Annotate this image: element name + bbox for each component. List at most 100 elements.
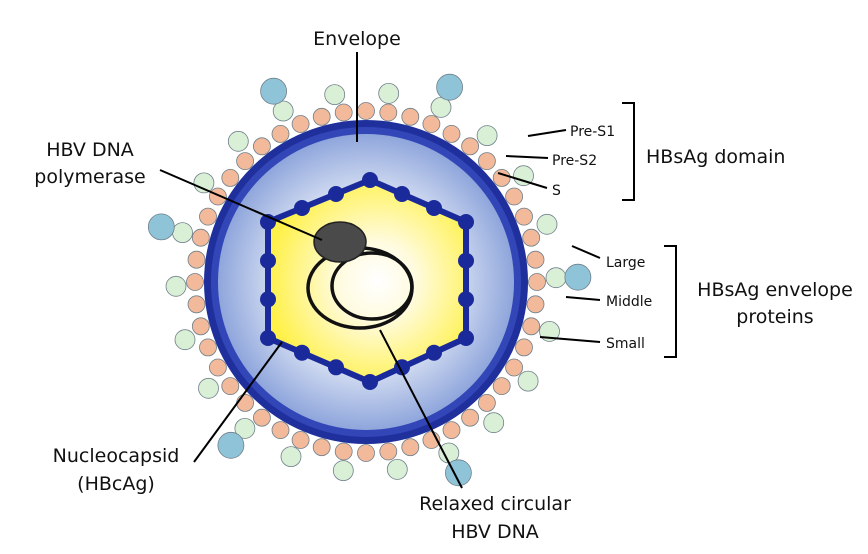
leader-middle: [565, 296, 601, 301]
label-nucleocapsid-line2: (HBcAg): [77, 473, 155, 495]
membrane-bead: [357, 102, 375, 120]
large-surface-protein: [436, 73, 464, 101]
middle-surface-protein: [476, 125, 498, 147]
leader-dna: [379, 329, 463, 489]
middle-surface-protein: [483, 412, 505, 434]
membrane-bead: [522, 228, 541, 247]
membrane-bead: [442, 124, 461, 143]
membrane-bead: [528, 273, 546, 291]
leader-pre-s1: [527, 129, 567, 137]
membrane-bead: [221, 377, 240, 396]
middle-surface-protein: [536, 213, 558, 235]
membrane-bead: [401, 438, 420, 457]
capsid-bead: [426, 344, 442, 361]
membrane-bead: [271, 124, 290, 143]
membrane-bead: [477, 393, 496, 412]
leader-s: [497, 172, 548, 189]
capsid-bead: [294, 200, 310, 216]
middle-surface-protein: [332, 460, 354, 482]
membrane-bead: [208, 187, 227, 206]
membrane-bead: [252, 408, 271, 427]
label-middle: Middle: [606, 294, 652, 310]
middle-surface-protein: [172, 222, 193, 244]
middle-surface-protein: [545, 267, 567, 289]
label-pre-s2: Pre-S2: [552, 153, 597, 169]
leader-pre-s2: [505, 155, 549, 159]
middle-surface-protein: [517, 370, 539, 392]
middle-surface-protein: [378, 83, 400, 104]
large-surface-protein: [147, 213, 175, 241]
membrane-bead: [236, 152, 255, 171]
membrane-bead: [187, 250, 206, 269]
label-dna-line1: Relaxed circular: [419, 493, 571, 515]
capsid-bead: [328, 186, 344, 202]
membrane-bead: [492, 168, 511, 187]
capsid-bead: [294, 344, 310, 361]
membrane-bead: [492, 377, 511, 396]
membrane-bead: [461, 137, 480, 156]
bracket-hbsag-domain: [622, 102, 635, 201]
membrane-bead: [379, 103, 398, 122]
membrane-bead: [526, 295, 545, 314]
membrane-bead: [191, 228, 210, 247]
label-polymerase-line2: polymerase: [34, 166, 145, 188]
membrane-bead: [312, 438, 331, 457]
large-surface-protein: [444, 459, 472, 487]
membrane-bead: [379, 442, 398, 461]
capsid-bead: [394, 186, 410, 202]
label-hbsag-domain: HBsAg domain: [646, 146, 785, 168]
membrane-bead: [236, 393, 255, 412]
middle-surface-protein: [324, 84, 346, 105]
leader-nucleocapsid: [193, 341, 283, 463]
leader-large: [571, 245, 601, 259]
large-surface-protein: [217, 431, 245, 459]
capsid-bead: [260, 291, 276, 308]
leader-lines: [159, 52, 677, 489]
label-polymerase-line1: HBV DNA: [46, 139, 134, 161]
membrane-bead: [522, 317, 541, 336]
membrane-bead: [477, 152, 496, 171]
label-large: Large: [606, 255, 645, 271]
membrane-bead: [526, 250, 545, 269]
hbv-dna-polymerase: [313, 221, 367, 263]
label-envelope: Envelope: [313, 28, 401, 50]
membrane-bead: [515, 207, 533, 226]
leader-small: [539, 336, 601, 343]
label-dna-line2: HBV DNA: [451, 521, 539, 543]
label-nucleocapsid-line1: Nucleocapsid: [53, 445, 180, 467]
middle-surface-protein: [386, 458, 408, 480]
bracket-envelope-proteins: [664, 245, 677, 358]
membrane-bead: [187, 295, 206, 314]
membrane-bead: [291, 115, 310, 133]
capsid-beads: [260, 172, 474, 390]
membrane-bead: [271, 421, 290, 440]
surface-proteins: [147, 73, 592, 487]
middle-surface-protein: [174, 329, 196, 351]
membrane-bead: [208, 358, 227, 377]
label-pre-s1: Pre-S1: [570, 124, 615, 140]
capsid-bead: [458, 291, 474, 308]
capsid-bead: [458, 214, 474, 230]
membrane-bead: [334, 442, 353, 461]
membrane-bead: [515, 338, 533, 357]
middle-surface-protein: [280, 446, 302, 468]
membrane-bead: [505, 187, 523, 206]
middle-surface-protein: [198, 377, 219, 399]
membrane-bead: [221, 168, 240, 187]
capsid-bead: [260, 330, 276, 346]
membrane-bead: [191, 317, 210, 336]
membrane-bead: [186, 273, 204, 291]
large-surface-protein: [564, 263, 592, 291]
large-surface-protein: [260, 77, 288, 105]
capsid-bead: [362, 374, 378, 390]
middle-surface-protein: [513, 165, 534, 187]
middle-surface-protein: [165, 275, 187, 297]
membrane-bead: [334, 103, 353, 122]
capsid-bead: [458, 252, 474, 269]
label-envelope-proteins-line1: HBsAg envelope: [697, 279, 853, 301]
capsid-bead: [458, 330, 474, 346]
leader-polymerase: [159, 169, 323, 241]
middle-surface-protein: [272, 100, 294, 122]
label-s: S: [552, 183, 561, 199]
membrane-bead: [291, 431, 310, 449]
